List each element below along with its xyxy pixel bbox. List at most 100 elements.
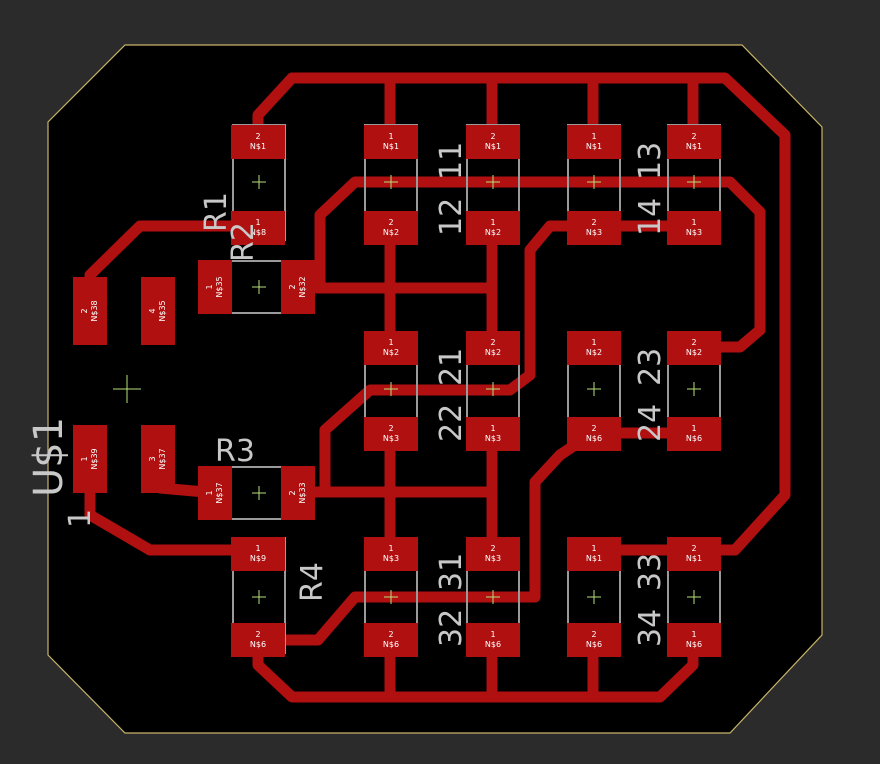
pad-pin-label: 4 [148, 308, 157, 313]
pad-pin-label: 2 [388, 630, 393, 639]
pad-pin-label: 1 [388, 338, 393, 347]
label-r1: R1 [199, 192, 234, 232]
pad-pin-label: 1 [490, 218, 495, 227]
smd-pad: 2N$6 [567, 417, 621, 451]
smd-pad: 2N$1 [667, 537, 721, 571]
pad-pin-label: 2 [490, 544, 495, 553]
pad-copper [231, 537, 285, 571]
pad-net-label: N$3 [686, 228, 702, 237]
pad-net-label: N$39 [90, 448, 99, 469]
pad-copper [141, 425, 175, 493]
smd-pad: 1N$3 [466, 417, 520, 451]
pad-pin-label: 1 [388, 132, 393, 141]
pad-copper [466, 125, 520, 159]
smd-pad: 1N$1 [364, 125, 418, 159]
smd-pad: 1N$8 [231, 211, 285, 245]
pad-net-label: N$33 [298, 482, 307, 503]
label-14: 14 [633, 198, 668, 236]
smd-pad: 2N$6 [364, 623, 418, 657]
label-r4: R4 [295, 562, 330, 602]
smd-pad: 2N$1 [231, 125, 285, 159]
pad-pin-label: 1 [255, 218, 260, 227]
pad-net-label: N$6 [686, 434, 702, 443]
label-32: 32 [434, 609, 469, 647]
pad-copper [364, 537, 418, 571]
pad-net-label: N$2 [485, 348, 501, 357]
label-r3: R3 [215, 434, 255, 469]
label-31: 31 [434, 553, 469, 591]
pad-net-label: N$35 [158, 300, 167, 321]
smd-pad: 2N$1 [466, 125, 520, 159]
pad-net-label: N$1 [586, 142, 602, 151]
pad-pin-label: 1 [591, 338, 596, 347]
label-u1: U$1 [26, 417, 72, 497]
pad-net-label: N$38 [90, 300, 99, 321]
pad-net-label: N$3 [383, 434, 399, 443]
smd-pad: 1N$3 [364, 537, 418, 571]
label-u1-pin: 1 [63, 509, 98, 528]
label-21: 21 [434, 348, 469, 386]
pad-net-label: N$3 [485, 554, 501, 563]
pad-pin-label: 2 [591, 630, 596, 639]
pad-net-label: N$9 [250, 554, 266, 563]
pad-pin-label: 1 [205, 284, 214, 289]
silkscreen-labels: U$1 1 R1 R2 R3 R4 11 12 13 14 21 22 23 2… [26, 142, 668, 647]
pad-pin-label: 2 [255, 132, 260, 141]
pad-pin-label: 1 [691, 218, 696, 227]
pad-pin-label: 2 [490, 132, 495, 141]
pad-copper [466, 537, 520, 571]
pad-pin-label: 2 [255, 630, 260, 639]
pad-net-label: N$6 [383, 640, 399, 649]
pad-pin-label: 1 [591, 544, 596, 553]
pad-copper [466, 623, 520, 657]
pad-copper [667, 331, 721, 365]
smd-pad: 1N$6 [667, 623, 721, 657]
pad-pin-label: 2 [490, 338, 495, 347]
label-34: 34 [633, 609, 668, 647]
pad-pin-label: 3 [148, 456, 157, 461]
smd-pad: 1N$1 [567, 125, 621, 159]
pad-copper [567, 623, 621, 657]
pad-copper [567, 211, 621, 245]
pad-net-label: N$2 [383, 228, 399, 237]
pad-copper [667, 211, 721, 245]
pad-copper [73, 277, 107, 345]
pad-net-label: N$1 [686, 554, 702, 563]
pad-net-label: N$8 [250, 228, 266, 237]
pad-net-label: N$1 [686, 142, 702, 151]
origin-markers [113, 175, 701, 604]
pad-pin-label: 1 [205, 490, 214, 495]
pad-copper [198, 260, 232, 314]
pad-copper [466, 417, 520, 451]
pad-copper [231, 623, 285, 657]
label-24: 24 [633, 404, 668, 442]
pad-net-label: N$1 [383, 142, 399, 151]
pad-net-label: N$37 [158, 448, 167, 469]
pad-pin-label: 1 [388, 544, 393, 553]
smd-pad: 2N$1 [667, 125, 721, 159]
smd-pad: 1N$6 [466, 623, 520, 657]
pad-pin-label: 2 [691, 132, 696, 141]
smd-pad: 1N$3 [667, 211, 721, 245]
pad-pin-label: 2 [80, 308, 89, 313]
pad-net-label: N$2 [485, 228, 501, 237]
pad-net-label: N$2 [383, 348, 399, 357]
pad-copper [567, 125, 621, 159]
label-13: 13 [633, 142, 668, 180]
smd-pad: 1N$2 [567, 331, 621, 365]
label-22: 22 [434, 404, 469, 442]
smd-pad: 2N$2 [364, 211, 418, 245]
pad-net-label: N$1 [586, 554, 602, 563]
pad-pin-label: 2 [288, 284, 297, 289]
pad-copper [667, 537, 721, 571]
pad-net-label: N$2 [586, 348, 602, 357]
pad-net-label: N$3 [383, 554, 399, 563]
pad-net-label: N$37 [215, 482, 224, 503]
smd-pad: 2N$6 [231, 623, 285, 657]
